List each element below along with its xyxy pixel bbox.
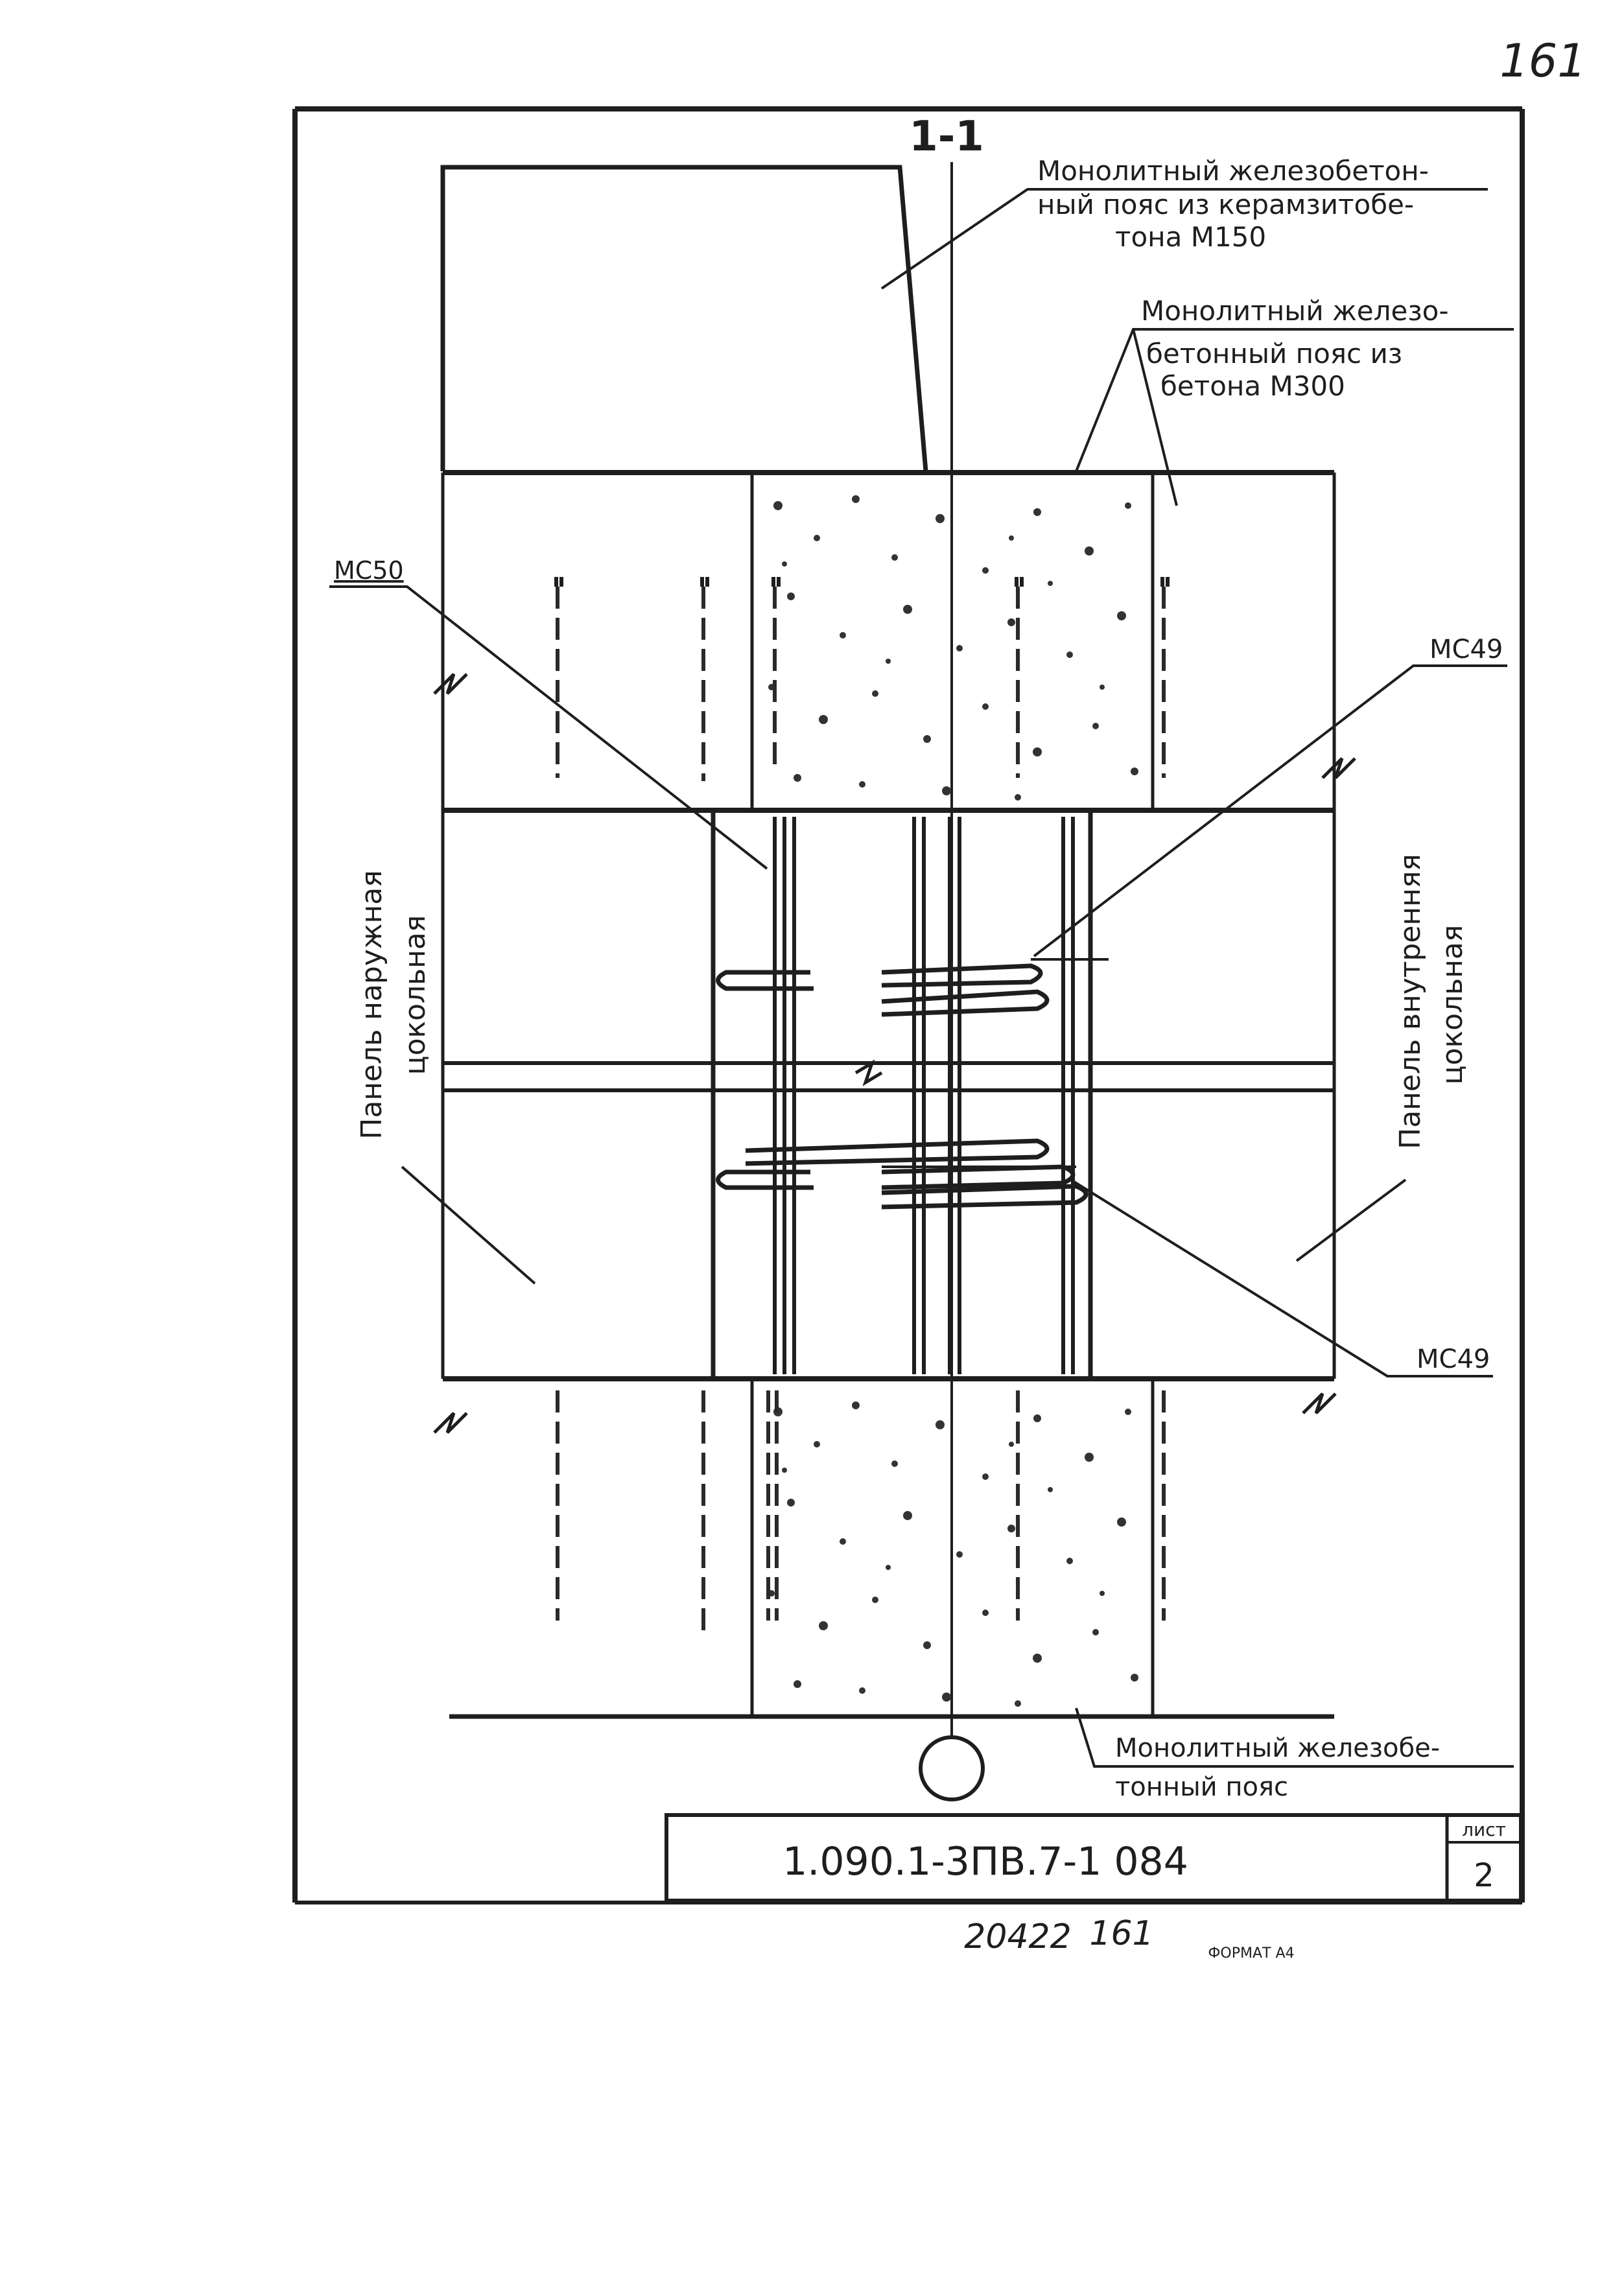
label-inner-panel: Панель внутренняя цокольная [1394,854,1469,1149]
bottom-concrete-belt [750,1379,1155,1717]
inner-panel-line: цокольная [1436,925,1469,1085]
note-line: тона М150 [1115,221,1266,253]
note-line: тонный пояс [1115,1772,1288,1802]
handwritten-sheet-number: 161 [1500,34,1586,88]
note-concrete-belt: Монолитный железо- бетонный пояс из бето… [1141,295,1449,402]
outer-panel-line: цокольная [399,915,432,1075]
sheet-value: 2 [1474,1857,1494,1894]
note-line: Монолитный железобетон- [1037,155,1429,187]
bottom-anchor-bars [556,1390,1166,1634]
leader-lines [329,188,1514,1768]
title-block: 1.090.1-3ПВ.7-1 084 лист 2 [665,1813,1523,1903]
mark-mc49-top: МС49 [1430,635,1503,664]
format-label: ФОРМАТ А4 [1208,1945,1294,1962]
note-line: бетона М300 [1160,370,1345,402]
outer-panel-line: Панель наружная [355,870,388,1139]
section-label: 1-1 [909,113,984,161]
loop-connectors-upper [716,958,1109,1017]
note-line: ный пояс из керамзитобе- [1037,189,1414,220]
loop-connectors-lower [716,1138,1089,1210]
note-line: Монолитный железобе- [1115,1733,1440,1763]
document-code: 1.090.1-3ПВ.7-1 084 [783,1839,1188,1884]
top-concrete-belt [750,473,1155,809]
top-anchor-bars [554,577,1170,781]
horizontal-seam [443,1061,1334,1092]
break-marks [433,673,1356,1434]
inner-panel-line: Панель внутренняя [1394,854,1427,1149]
joint-vertical-bars [711,810,1093,1379]
mark-mc50: МС50 [334,556,404,585]
note-expanded-clay-belt: Монолитный железобетон- ный пояс из кера… [1037,155,1429,253]
mark-mc49-bottom: МС49 [1417,1344,1490,1374]
archive-sheet: 161 [1089,1914,1153,1953]
note-line: бетонный пояс из [1146,338,1402,369]
archive-number: 20422 [964,1917,1071,1956]
note-line: Монолитный железо- [1141,295,1449,327]
upper-wall-outline [440,165,928,472]
sheet-label: лист [1462,1819,1506,1840]
axis-bubble [919,1735,985,1801]
panel-joint-lines [443,470,1334,1719]
note-bottom-belt: Монолитный железобе- тонный пояс [1115,1733,1440,1802]
label-outer-panel: Панель наружная цокольная [355,870,432,1139]
